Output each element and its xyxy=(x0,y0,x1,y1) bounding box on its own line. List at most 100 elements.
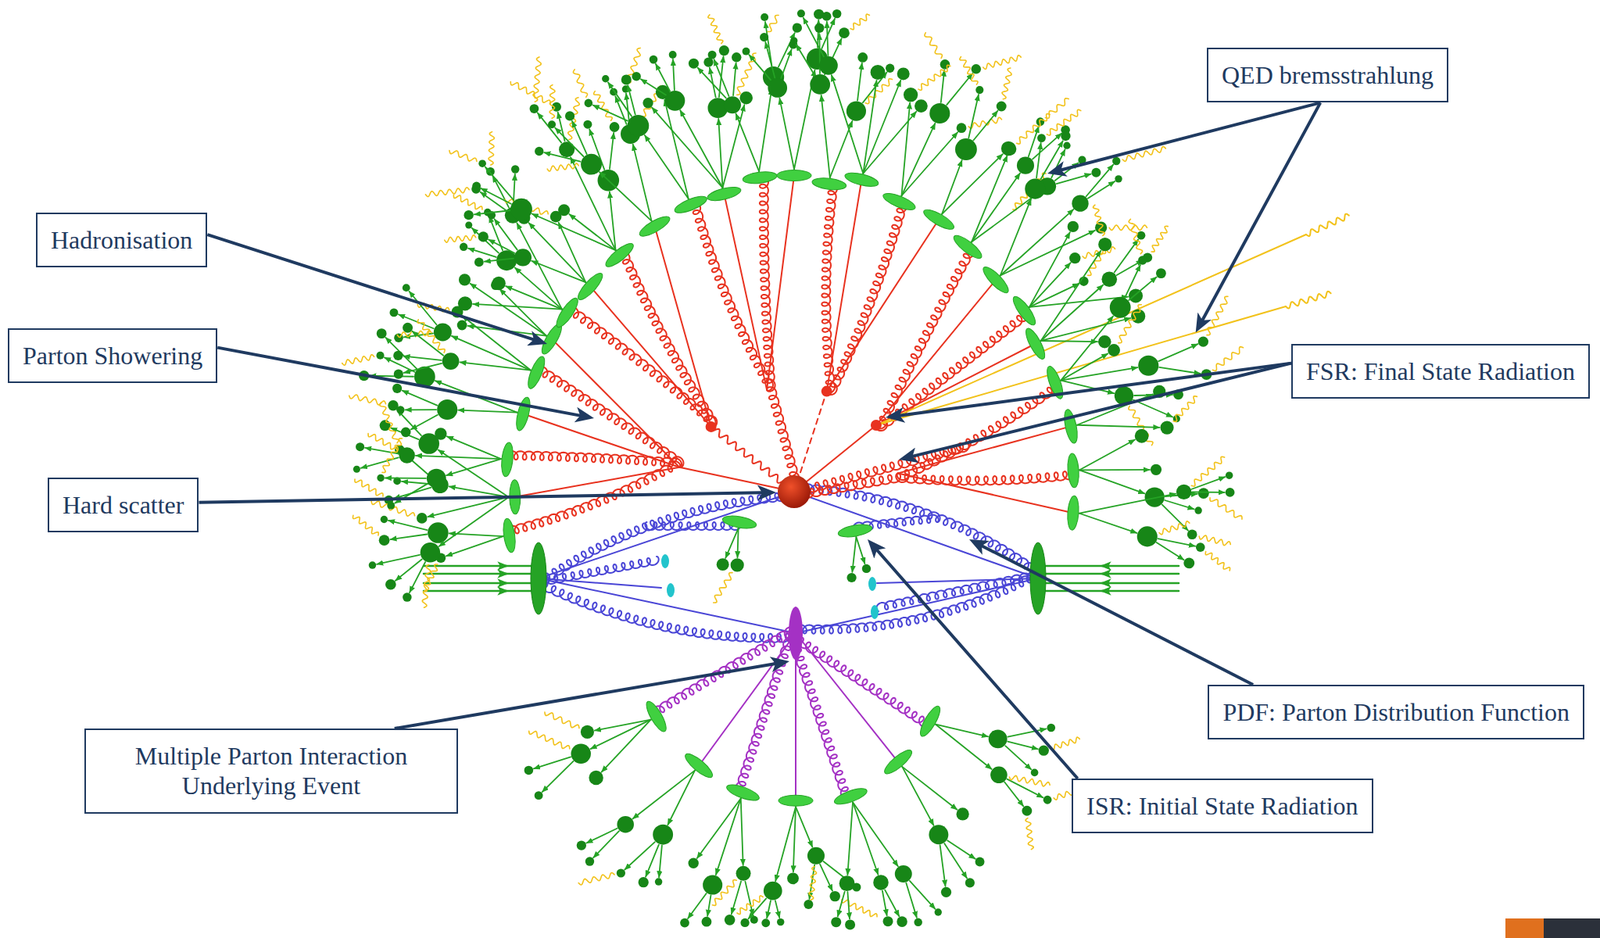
hadron-dot xyxy=(621,74,632,85)
leader-arrow xyxy=(890,363,1292,418)
hadron-track xyxy=(1158,343,1198,362)
hadron-dot xyxy=(1030,769,1039,777)
hadron-track xyxy=(862,80,901,174)
hadron-track xyxy=(905,883,917,918)
hadron-dot xyxy=(638,876,649,888)
hadron-track xyxy=(439,497,509,547)
hadron-track xyxy=(458,410,517,413)
hadron-dot xyxy=(534,791,544,800)
photon-wiggle xyxy=(737,895,763,915)
beam-line xyxy=(423,565,507,568)
beam-line xyxy=(423,590,507,593)
hadron-dot xyxy=(355,442,365,452)
hadron-dot xyxy=(702,874,723,895)
hadron-dot xyxy=(940,59,951,70)
photon-wiggle xyxy=(1092,204,1105,236)
hadron-track xyxy=(973,110,998,141)
hadron-track xyxy=(531,261,586,283)
hadron-track xyxy=(451,336,531,371)
hadron-dot xyxy=(642,97,653,108)
hadron-track xyxy=(655,64,670,92)
cluster-ellipse xyxy=(637,212,673,240)
photon-wiggle xyxy=(1212,347,1243,372)
cluster-ellipse xyxy=(880,189,917,213)
hadron-track xyxy=(601,719,652,773)
callout-text: ISR: Initial State Radiation xyxy=(1086,791,1359,821)
photon-wiggle xyxy=(1205,551,1230,571)
hadron-dot xyxy=(776,918,784,926)
hadron-track xyxy=(516,222,562,309)
callout-box: ISR: Initial State Radiation xyxy=(1071,778,1374,834)
hadron-dot xyxy=(465,221,473,229)
beam-line xyxy=(500,572,533,576)
hadron-track xyxy=(593,830,620,858)
hadron-track xyxy=(737,528,738,558)
hadron-track xyxy=(544,152,580,162)
hadron-dot xyxy=(965,877,975,888)
cluster-ellipse xyxy=(950,232,985,262)
hadron-dot xyxy=(392,383,402,394)
quark-line xyxy=(551,339,680,468)
hadron-dot xyxy=(688,858,699,869)
hadron-track xyxy=(971,155,1008,242)
hadron-dot xyxy=(588,770,603,785)
hadron-dot xyxy=(759,32,769,42)
hadron-dot xyxy=(750,916,759,924)
hadron-track xyxy=(819,864,833,892)
remnant-ellipse xyxy=(868,576,877,591)
hadron-track xyxy=(1000,199,1031,276)
hadron-track xyxy=(862,80,877,174)
gluon-coil xyxy=(566,307,716,428)
hadron-track xyxy=(1077,425,1160,428)
hadron-dot xyxy=(838,27,850,39)
photon-wiggle xyxy=(767,15,779,33)
gluon-coil xyxy=(536,556,659,586)
photon-wiggle xyxy=(547,163,579,172)
hadron-dot xyxy=(390,307,399,317)
hadron-dot xyxy=(723,96,741,114)
proton-ellipse xyxy=(530,542,547,615)
hadron-dot xyxy=(434,427,447,440)
hadron-dot xyxy=(379,534,391,546)
hadron-dot xyxy=(396,405,405,414)
photon-line xyxy=(876,306,1286,426)
hadron-dot xyxy=(376,474,384,482)
hadron-dot xyxy=(928,824,949,845)
hadron-dot xyxy=(803,899,813,910)
hadron-track xyxy=(554,128,584,157)
hadron-track xyxy=(532,214,616,251)
beam-line xyxy=(1102,565,1179,568)
hadron-dot xyxy=(809,74,831,95)
quark-line xyxy=(522,414,680,468)
hadron-dot xyxy=(740,918,749,928)
hadron-dot xyxy=(971,64,981,74)
hadron-track xyxy=(821,95,831,178)
photon-wiggle xyxy=(1050,737,1080,750)
decay-vertex xyxy=(870,419,882,431)
hadron-dot xyxy=(814,23,824,33)
photon-wiggle xyxy=(1046,109,1081,136)
cluster-ellipse xyxy=(1062,408,1081,444)
hadron-dot xyxy=(990,765,1008,784)
hadron-track xyxy=(427,497,509,517)
callout-box: Hard scatter xyxy=(47,477,199,533)
hadron-dot xyxy=(790,36,798,44)
photon-wiggle xyxy=(371,501,415,516)
hadron-dot xyxy=(433,322,452,341)
hadron-track xyxy=(941,160,963,215)
hadron-dot xyxy=(792,23,802,33)
hadron-dot xyxy=(511,164,520,173)
hadron-dot xyxy=(807,847,825,865)
cluster-ellipse xyxy=(843,170,880,190)
hadron-dot xyxy=(719,45,730,56)
hadron-dot xyxy=(832,9,842,18)
hadron-track xyxy=(609,132,614,169)
hadron-track xyxy=(775,900,780,918)
hadron-track xyxy=(627,85,636,115)
cluster-ellipse xyxy=(741,170,777,186)
hadron-track xyxy=(1000,230,1096,276)
hadron-dot xyxy=(731,52,741,62)
gluon-coil xyxy=(759,175,776,392)
hadron-track xyxy=(947,840,976,860)
cluster-ellipse xyxy=(811,176,847,192)
